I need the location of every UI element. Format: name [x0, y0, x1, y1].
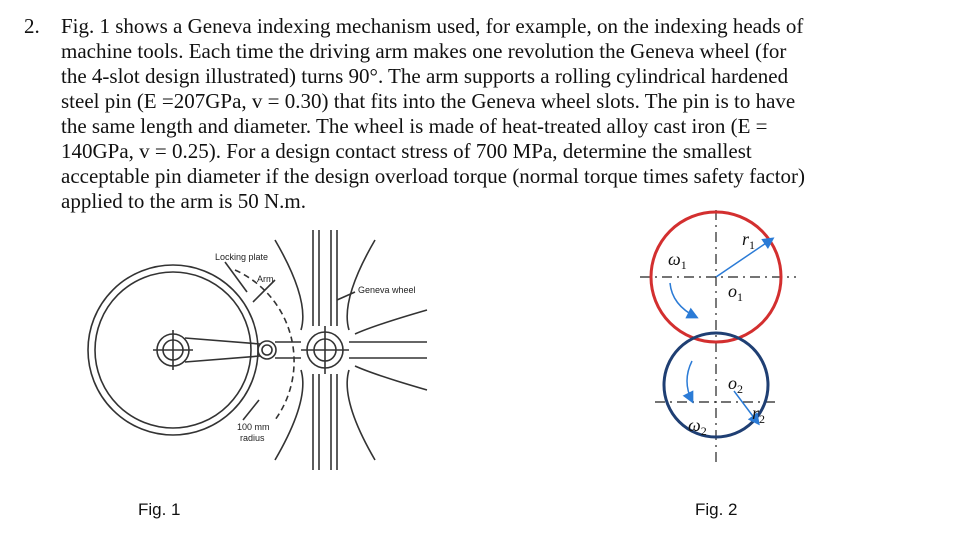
problem-line: machine tools. Each time the driving arm…: [61, 39, 787, 63]
problem-line: acceptable pin diameter if the design ov…: [61, 164, 806, 188]
label-locking-plate: Locking plate: [215, 252, 268, 262]
label-omega2: ω2: [688, 415, 707, 438]
r1-arrow: [715, 237, 775, 278]
label-o2: o2: [728, 373, 743, 396]
problem-number: 2.: [24, 14, 40, 38]
label-radius-value: 100 mm: [237, 422, 270, 432]
label-geneva-wheel: Geneva wheel: [358, 285, 416, 295]
fig1-caption: Fig. 1: [138, 500, 181, 519]
label-o1: o1: [728, 281, 743, 304]
r2-arrow: [733, 390, 760, 426]
label-r1: r1: [742, 229, 755, 252]
problem-line: applied to the arm is 50 N.m.: [61, 189, 306, 213]
geneva-mechanism-figure: Locking plate Arm Geneva wheel 100 mm ra…: [87, 230, 428, 470]
problem-line: the 4-slot design illustrated) turns 90°…: [61, 64, 789, 88]
label-arm: Arm: [257, 274, 274, 284]
label-r2: r2: [752, 403, 765, 426]
problem-line: steel pin (E =207GPa, v = 0.30) that fit…: [61, 89, 796, 113]
driven-circle: [662, 331, 770, 439]
problem-line: Fig. 1 shows a Geneva indexing mechanism…: [61, 14, 804, 38]
omega1-arrow: [669, 282, 699, 319]
driver-circle: [649, 210, 783, 344]
problem-line: the same length and diameter. The wheel …: [61, 114, 768, 138]
problem-line: 140GPa, v = 0.25). For a design contact …: [61, 139, 752, 163]
omega2-arrow: [682, 360, 694, 404]
fig2-caption: Fig. 2: [695, 500, 738, 519]
label-radius-word: radius: [240, 433, 265, 443]
contact-circles-figure: ω1 r1 o1 o2 ω2 r2: [640, 210, 796, 467]
label-omega1: ω1: [668, 249, 687, 272]
